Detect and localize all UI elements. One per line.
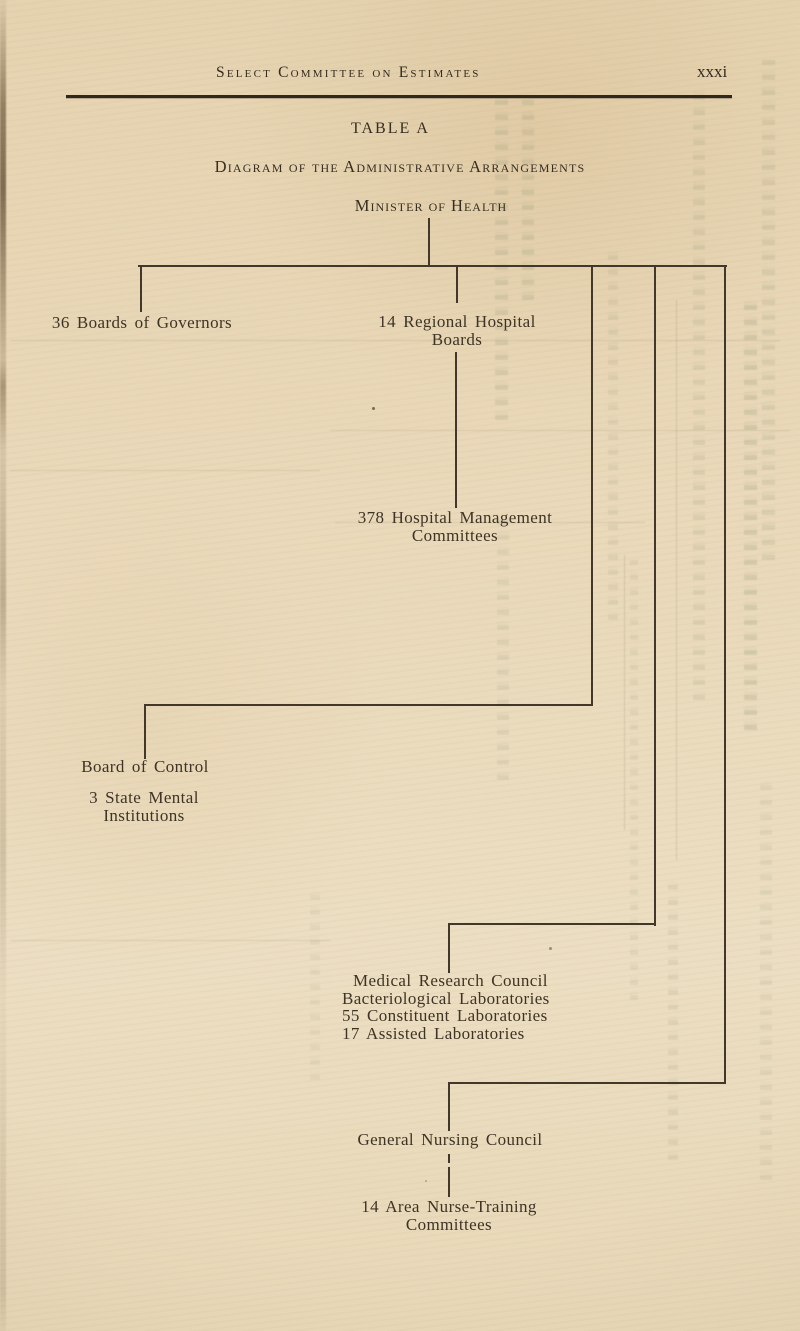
connector-medical-research-drop	[448, 923, 450, 973]
connector-regional-drop-lower	[455, 352, 457, 508]
bleed-strip	[495, 95, 508, 420]
connector-main-branch	[138, 265, 727, 267]
node-label-line: 17 Assisted Laboratories	[342, 1023, 525, 1043]
bleed-strip	[668, 880, 678, 1160]
node-label-line: Committees	[411, 525, 499, 545]
node-label-line: 14 Regional Hospital	[378, 312, 536, 331]
connector-regional-drop-upper	[456, 265, 458, 303]
node-label-line: 14 Area Nurse-Training	[361, 1197, 537, 1216]
connector-nurse-training-drop	[448, 1167, 450, 1197]
header-rule	[66, 95, 732, 98]
node-board-of-control: Board of Control	[35, 758, 255, 776]
diagram-subtitle: Diagram of the Administrative Arrangemen…	[214, 157, 586, 176]
node-regional-hospital-boards: 14 Regional Hospital Boards	[357, 313, 557, 348]
node-label-line: Institutions	[103, 805, 185, 825]
node-label-line: 55 Constituent Laboratories	[342, 1006, 548, 1025]
node-area-nurse-training-committees: 14 Area Nurse-Training Committees	[349, 1198, 549, 1233]
connector-minister-drop	[428, 218, 430, 266]
node-state-mental-institutions: 3 State Mental Institutions	[34, 789, 254, 824]
connector-board-of-control-vertical	[591, 265, 593, 706]
node-label-line: 378 Hospital Management	[357, 508, 553, 527]
bleed-strip	[693, 90, 705, 700]
connector-nursing-vertical	[724, 265, 726, 1084]
connector-nursing-horizontal	[449, 1082, 726, 1084]
node-general-nursing-council: General Nursing Council	[350, 1131, 550, 1149]
node-label-line: Medical Research Council	[353, 971, 548, 990]
connector-board-of-control-drop	[144, 704, 146, 759]
ink-speck	[425, 1180, 427, 1182]
bleed-rule	[10, 940, 330, 941]
node-label-line: Board of Control	[81, 757, 209, 776]
connector-nurse-training-drop-dash	[448, 1154, 450, 1163]
node-label-line: Committees	[405, 1214, 493, 1234]
bleed-strip	[522, 100, 534, 300]
bleed-rule	[330, 430, 790, 431]
bleed-strip	[310, 890, 320, 1080]
bleed-rule	[10, 340, 780, 341]
ink-speck	[372, 407, 375, 410]
running-header: Select Committee on Estimates	[216, 64, 481, 81]
connector-medical-research-horizontal	[449, 923, 656, 925]
connector-board-of-control-horizontal	[145, 704, 593, 706]
bleed-strip	[762, 60, 775, 560]
node-label-line: 3 State Mental	[89, 788, 199, 807]
bleed-strip	[744, 300, 757, 730]
connector-governors-drop	[140, 265, 142, 312]
scan-edge-shadow	[0, 0, 6, 1331]
connector-medical-research-vertical	[654, 265, 656, 926]
node-hospital-management-committees: 378 Hospital Management Committees	[345, 509, 565, 544]
bleed-strip	[497, 520, 509, 780]
node-label-line: Bacteriological Laboratories	[342, 988, 550, 1008]
node-medical-research-council: Medical Research Council Bacteriological…	[342, 972, 582, 1042]
bleed-strip	[608, 250, 618, 620]
node-label-line: General Nursing Council	[357, 1130, 543, 1149]
ink-speck	[549, 947, 552, 950]
connector-nursing-drop	[448, 1082, 450, 1131]
node-label-line: Boards	[431, 329, 483, 349]
bleed-rule	[676, 300, 677, 860]
table-title: TABLE A	[351, 120, 430, 137]
page-number: xxxi	[697, 62, 728, 81]
bleed-rule	[335, 522, 645, 523]
bleed-strip	[760, 780, 772, 1180]
node-minister-of-health: Minister of Health	[354, 196, 508, 215]
bleed-rule	[624, 555, 625, 830]
node-label-line: 36 Boards of Governors	[51, 313, 233, 332]
bleed-strip	[630, 560, 638, 1000]
node-boards-of-governors: 36 Boards of Governors	[10, 314, 274, 332]
bleed-rule	[10, 470, 320, 471]
